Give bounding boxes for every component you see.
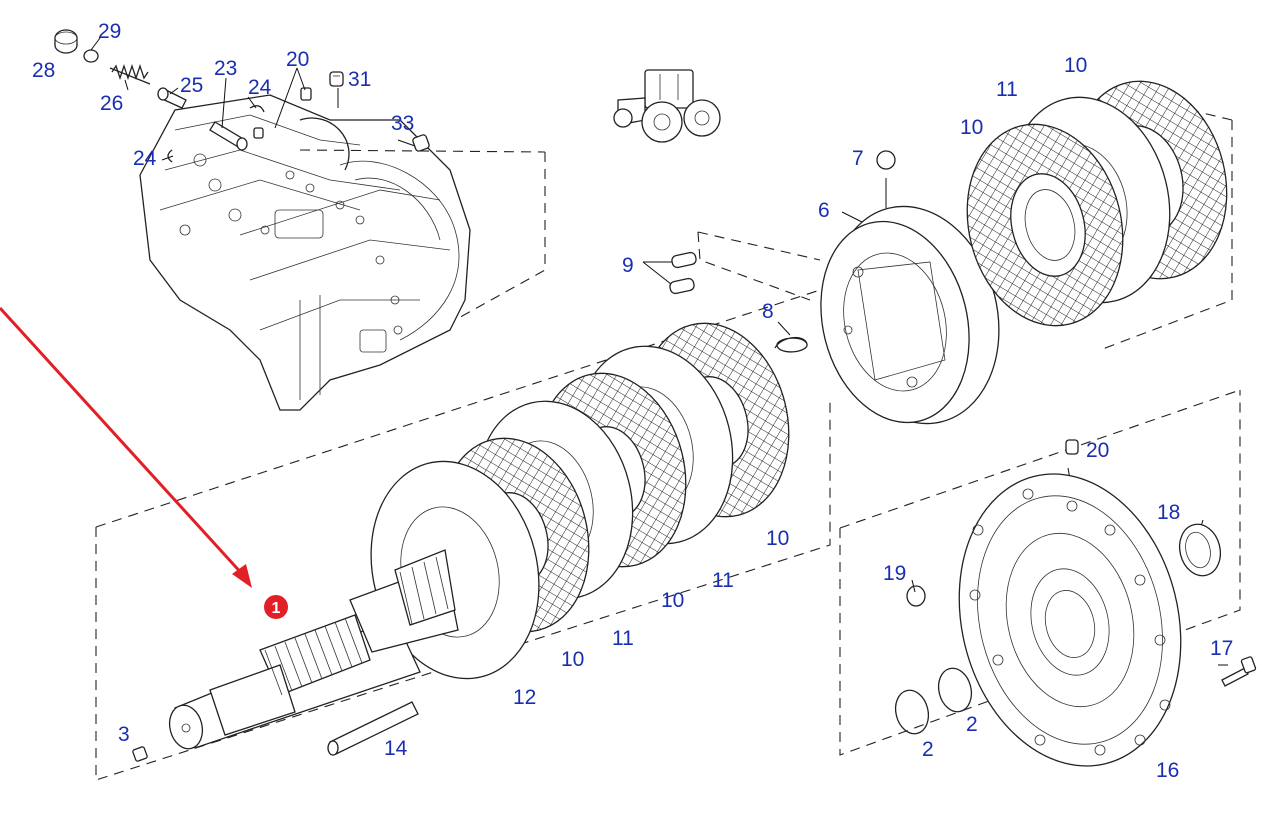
- pointer-arrow: [0, 306, 252, 588]
- callout-24: 24: [248, 76, 272, 99]
- callout-16: 16: [1156, 759, 1179, 782]
- snap-rings-2: [894, 667, 973, 735]
- rear-disc-pack: [966, 80, 1228, 327]
- pins-9: [669, 251, 697, 295]
- front-disc-pack: [370, 322, 790, 680]
- pin-14: [327, 701, 419, 756]
- clip-24a: [249, 105, 265, 113]
- shaft-1: [168, 549, 459, 750]
- callout-18: 18: [1157, 501, 1180, 524]
- tractor-icon: [613, 69, 721, 143]
- piston-6: [820, 205, 1000, 425]
- callout-14: 14: [384, 737, 408, 760]
- callout-10-front-a: 10: [766, 527, 789, 550]
- callout-10-mid: 10: [960, 116, 983, 139]
- callout-6: 6: [818, 199, 830, 222]
- callout-8: 8: [762, 300, 774, 323]
- callout-10-front-b: 10: [661, 589, 684, 612]
- spring-8: [774, 337, 808, 353]
- callout-25: 25: [180, 74, 203, 97]
- callout-11-front-a: 11: [712, 569, 734, 592]
- callout-26: 26: [100, 92, 123, 115]
- callout-23: 23: [214, 57, 237, 80]
- plug-33: [412, 134, 430, 152]
- callout-12: 12: [513, 686, 536, 709]
- callout-2-a: 2: [966, 713, 978, 736]
- washer-29: [83, 49, 99, 63]
- clip-24b: [167, 149, 173, 163]
- cover-16: [958, 473, 1182, 767]
- ball-7: [876, 150, 896, 170]
- callout-20-cover: 20: [1086, 439, 1109, 462]
- plug-31: [329, 71, 344, 87]
- callout-31: 31: [348, 68, 371, 91]
- bolt-17: [1221, 656, 1257, 687]
- callout-10-front-c: 10: [561, 648, 584, 671]
- marker-1: 1: [264, 595, 288, 619]
- callout-28: 28: [32, 59, 55, 82]
- seal-18: [1178, 523, 1222, 577]
- cap-28: [54, 29, 78, 54]
- callout-10-top: 10: [1064, 54, 1087, 77]
- valve-parts: [54, 29, 430, 163]
- callout-11-top: 11: [996, 78, 1018, 101]
- spring-26: [109, 63, 151, 85]
- screw-20a: [253, 87, 312, 139]
- callout-7: 7: [852, 147, 864, 170]
- callout-labels: 29 28 26 25 23 20 24 31 33 24 7 6 9 8 10…: [32, 20, 1233, 782]
- callout-33: 33: [391, 112, 414, 135]
- callout-9: 9: [622, 254, 634, 277]
- transmission-housing: [139, 94, 471, 411]
- plug-20b: [1065, 439, 1079, 455]
- callout-3: 3: [118, 723, 130, 746]
- pin-23: [209, 121, 248, 151]
- callout-24-lower: 24: [133, 147, 157, 170]
- callout-11-front-b: 11: [612, 627, 634, 650]
- callout-19: 19: [883, 562, 906, 585]
- oring-19: [906, 585, 926, 607]
- callout-17: 17: [1210, 637, 1233, 660]
- callout-20: 20: [286, 48, 309, 71]
- callout-2-b: 2: [922, 738, 934, 761]
- callout-29: 29: [98, 20, 121, 43]
- marker-1-label: 1: [272, 600, 281, 617]
- plunger-25: [157, 87, 187, 109]
- screw-3: [132, 746, 148, 762]
